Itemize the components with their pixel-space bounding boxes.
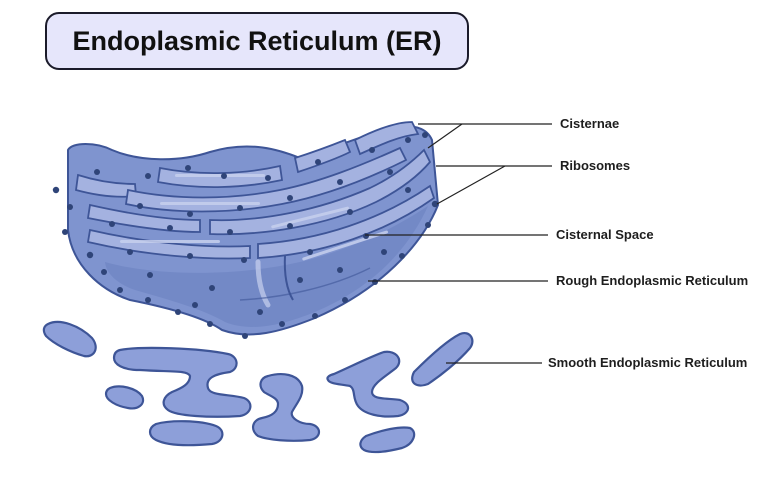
- label-cisternae: Cisternae: [560, 116, 620, 131]
- smooth-er-tubule: [42, 320, 97, 358]
- cisterna: [124, 146, 408, 213]
- cisterna: [209, 148, 432, 236]
- rough-er: [52, 121, 440, 339]
- rough-er-ridge: [239, 267, 371, 301]
- label-rough-er: Rough Endoplasmic Reticulum: [556, 273, 749, 288]
- smooth-er-tubule: [148, 420, 224, 447]
- cisterna: [293, 138, 352, 174]
- smooth-er-tubule: [104, 385, 145, 410]
- smooth-er: [42, 320, 474, 454]
- cisterna: [86, 203, 201, 233]
- smooth-er-tubule: [112, 346, 252, 418]
- cisternae-leader-branch: [427, 123, 463, 149]
- diagram-title: Endoplasmic Reticulum (ER): [72, 25, 442, 56]
- ribosomes-leader-branch: [436, 165, 506, 205]
- leader-lines: [365, 123, 552, 364]
- title-box: Endoplasmic Reticulum (ER): [45, 12, 469, 70]
- smooth-er-tubule: [359, 426, 416, 454]
- smooth-er-tubule: [326, 350, 410, 418]
- label-smooth-er: Smooth Endoplasmic Reticulum: [548, 355, 748, 370]
- rough-er-ridge: [255, 259, 271, 308]
- label-cisternal-space: Cisternal Space: [556, 227, 654, 242]
- rough-er-ridge: [283, 254, 294, 301]
- smooth-er-tubule: [252, 373, 321, 442]
- label-ribosomes: Ribosomes: [560, 158, 631, 173]
- smooth-er-tubule: [411, 332, 474, 387]
- rough-er-inner-shadow: [105, 206, 428, 327]
